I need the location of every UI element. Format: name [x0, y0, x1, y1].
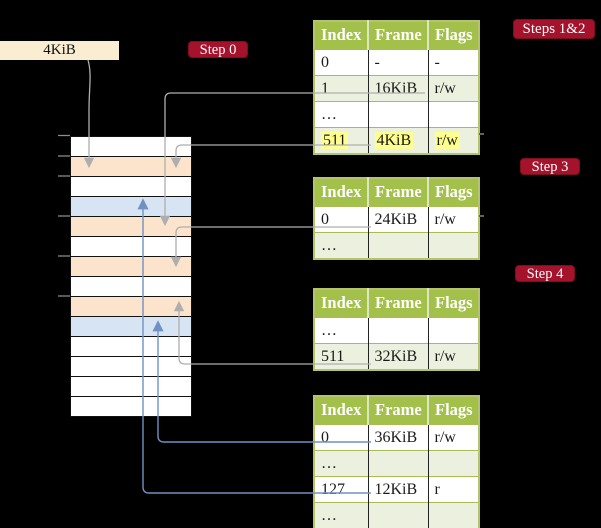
- memory-frame-row: [71, 276, 191, 296]
- table-header-row: Index Frame Flags: [314, 21, 479, 50]
- memory-frame-row: [71, 396, 191, 416]
- memory-frame-row: [71, 316, 191, 336]
- page-table-leaf: Index Frame Flags 0 36KiB r/w … 127 12Ki…: [313, 395, 480, 528]
- table-row: …: [314, 232, 479, 259]
- memory-frame-row: [71, 176, 191, 196]
- table-header-row: Index Frame Flags: [314, 178, 479, 207]
- memory-frame-row: [71, 156, 191, 176]
- table-row-highlighted: 511 4KiB r/w: [314, 127, 479, 154]
- memory-frame-row: [71, 356, 191, 376]
- memory-frame-row: [71, 256, 191, 276]
- table-row: 127 12KiB r: [314, 476, 479, 503]
- memory-frame-row: [71, 296, 191, 316]
- col-header-frame: Frame: [367, 178, 428, 207]
- col-header-frame: Frame: [367, 396, 428, 425]
- table-header-row: Index Frame Flags: [314, 289, 479, 318]
- col-header-index: Index: [314, 178, 368, 207]
- table-row: 0 36KiB r/w: [314, 424, 479, 451]
- page-table-l2: Index Frame Flags 0 - - 1 16KiB r/w … 51…: [313, 20, 480, 155]
- badge-step-4: Step 4: [515, 265, 575, 282]
- col-header-flags: Flags: [427, 289, 479, 318]
- table-row: 0 - -: [314, 49, 479, 76]
- table-row: 1 16KiB r/w: [314, 75, 479, 102]
- badge-step-3: Step 3: [520, 158, 580, 175]
- col-header-flags: Flags: [427, 178, 479, 207]
- page-table-step3: Index Frame Flags 0 24KiB r/w …: [313, 177, 480, 260]
- highlighted-value: 511: [321, 131, 349, 149]
- table-row: …: [314, 450, 479, 477]
- badge-steps-1-2: Steps 1&2: [513, 19, 595, 39]
- memory-frame-row: [71, 137, 191, 156]
- table-header-row: Index Frame Flags: [314, 396, 479, 425]
- memory-tick-marks: [58, 134, 70, 297]
- col-header-flags: Flags: [427, 21, 479, 50]
- table-row: …: [314, 101, 479, 128]
- table-row: …: [314, 317, 479, 344]
- col-header-index: Index: [314, 396, 368, 425]
- memory-frame-row: [71, 376, 191, 396]
- highlighted-value: 4KiB: [374, 131, 414, 149]
- badge-step-0: Step 0: [188, 41, 248, 58]
- memory-frame-row: [71, 336, 191, 356]
- col-header-frame: Frame: [367, 289, 428, 318]
- table-row: …: [314, 502, 479, 528]
- memory-frame-row: [71, 216, 191, 236]
- highlighted-value: r/w: [434, 131, 460, 149]
- table-row: 511 32KiB r/w: [314, 343, 479, 370]
- frame-size-label: 4KiB: [0, 41, 119, 60]
- table-row: 0 24KiB r/w: [314, 206, 479, 233]
- col-header-flags: Flags: [427, 396, 479, 425]
- memory-frame-row: [71, 236, 191, 256]
- col-header-index: Index: [314, 289, 368, 318]
- physical-memory-column: [70, 136, 192, 417]
- page-table-step4: Index Frame Flags … 511 32KiB r/w: [313, 288, 480, 371]
- col-header-index: Index: [314, 21, 368, 50]
- memory-frame-row: [71, 196, 191, 216]
- col-header-frame: Frame: [367, 21, 428, 50]
